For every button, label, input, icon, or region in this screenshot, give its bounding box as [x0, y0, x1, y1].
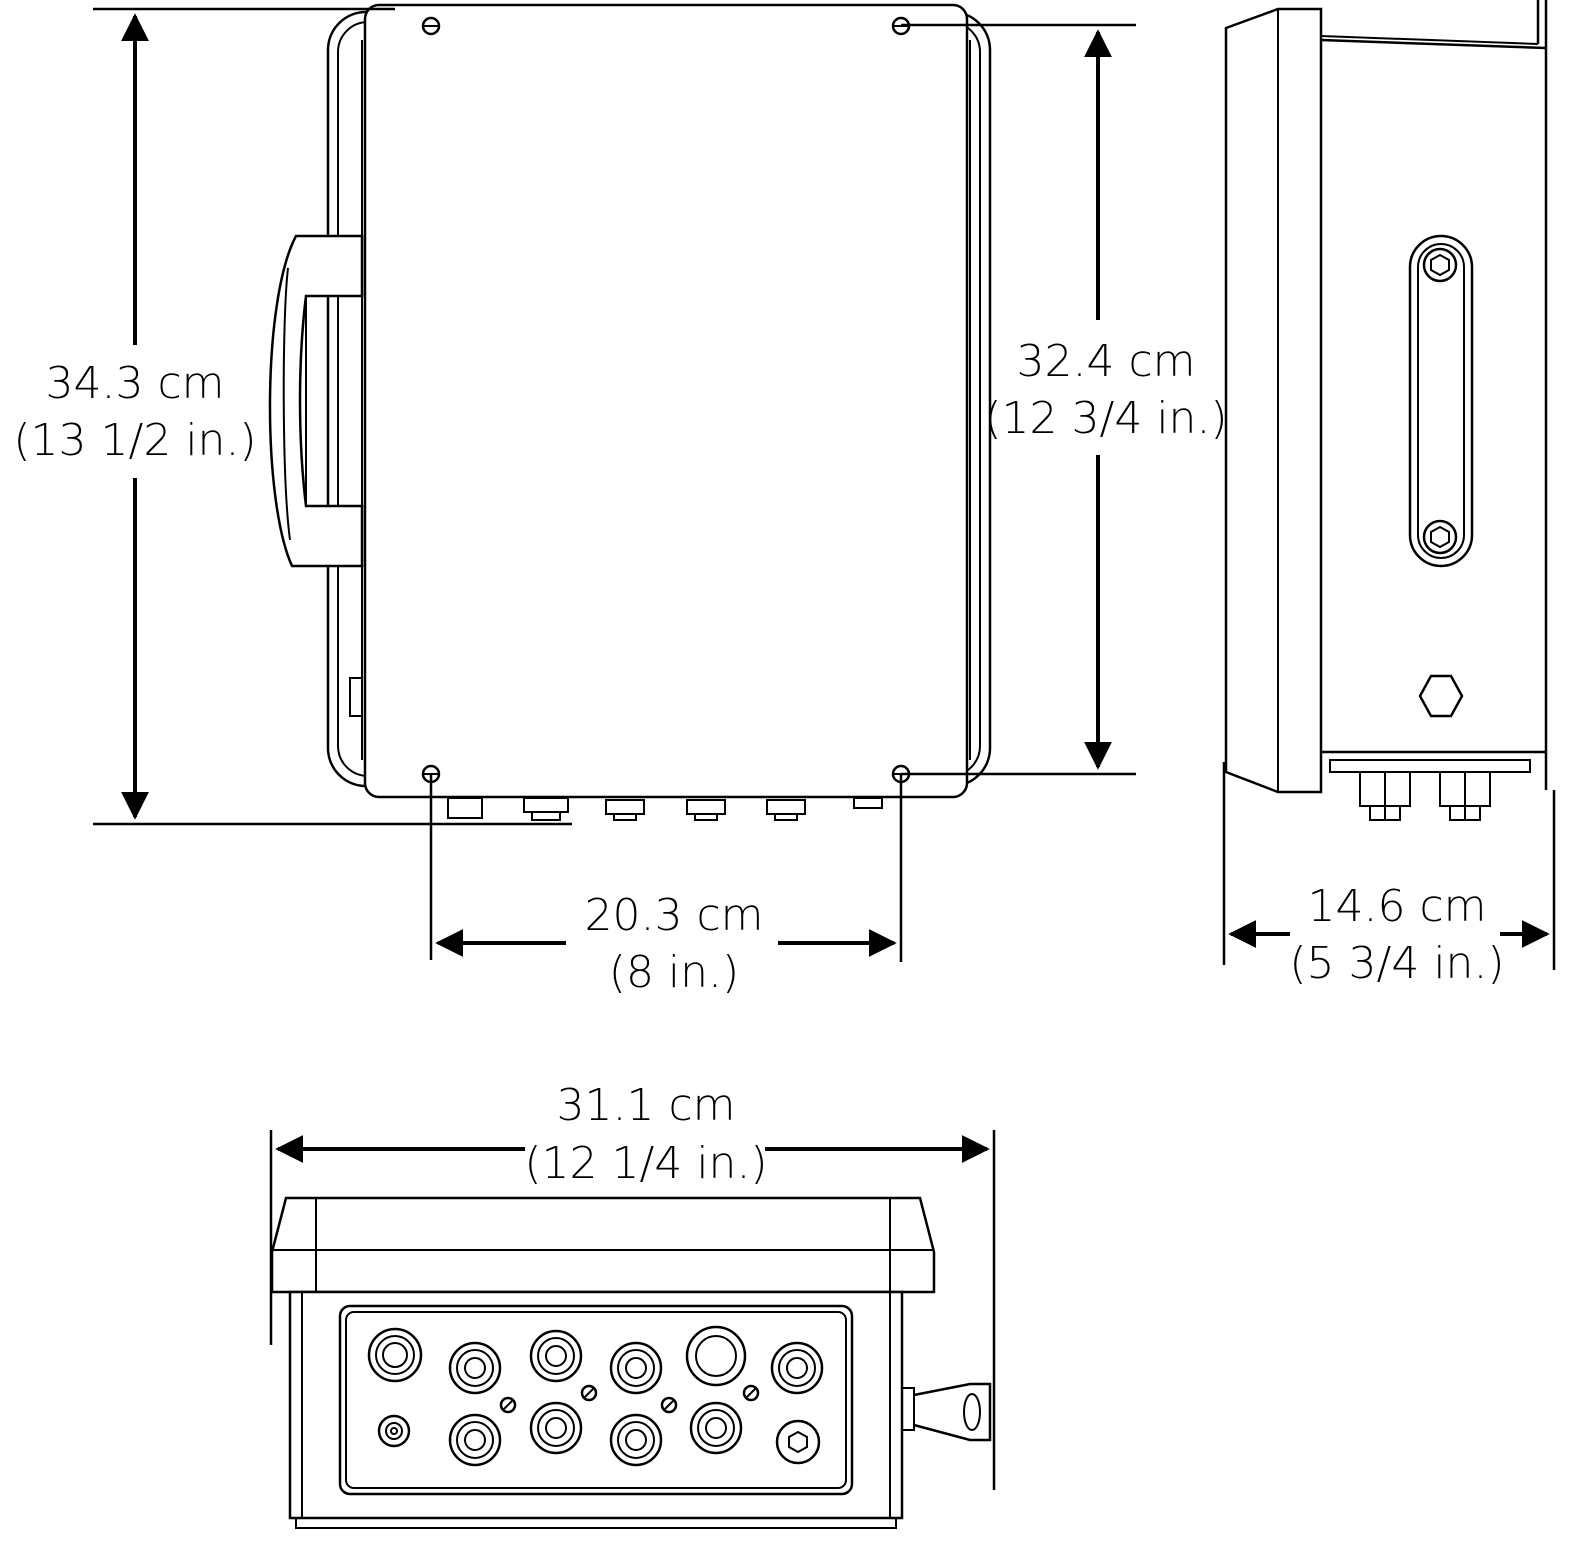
side-door — [1224, 7, 1323, 794]
handle — [268, 234, 364, 568]
side-vent-plug — [1418, 674, 1464, 718]
bottom-view: 31.1 cm (12 1/4 in.) — [269, 1080, 996, 1529]
side-view: 14.6 cm (5 3/4 in.) — [1222, 0, 1556, 989]
small-connector — [377, 1414, 411, 1448]
depth-dimension: 14.6 cm (5 3/4 in.) — [1222, 762, 1556, 989]
large-plug — [685, 1325, 747, 1387]
front-door — [363, 3, 969, 799]
overall-height-dimension: 34.3 cm (13 1/2 in.) — [13, 7, 572, 826]
hex-plug — [775, 1419, 821, 1465]
panel-screws — [499, 1384, 760, 1414]
side-strap — [1408, 234, 1474, 568]
mount-width-metric: 20.3 cm — [584, 890, 763, 941]
overall-width-dimension: 31.1 cm (12 1/4 in.) — [269, 1080, 996, 1490]
main-connector — [367, 1327, 423, 1383]
overall-height-imperial: (13 1/2 in.) — [13, 415, 256, 466]
bottom-handle-stub — [901, 1382, 992, 1442]
front-view: 34.3 cm (13 1/2 in.) 32.4 cm (12 3/4 in.… — [13, 3, 1228, 998]
cable-glands — [448, 1329, 824, 1467]
latch — [349, 677, 363, 717]
mount-height-imperial: (12 3/4 in.) — [984, 393, 1227, 444]
bottom-body — [288, 1290, 904, 1520]
connector-panel — [338, 1304, 854, 1496]
mount-width-imperial: (8 in.) — [609, 947, 739, 998]
depth-imperial: (5 3/4 in.) — [1289, 938, 1504, 989]
overall-width-imperial: (12 1/4 in.) — [524, 1138, 767, 1189]
mount-height-dimension: 32.4 cm (12 3/4 in.) — [901, 23, 1228, 776]
overall-width-metric: 31.1 cm — [556, 1080, 735, 1131]
depth-metric: 14.6 cm — [1307, 881, 1486, 932]
bottom-lid — [270, 1196, 936, 1294]
bottom-connectors — [447, 797, 883, 821]
mount-width-dimension: 20.3 cm (8 in.) — [429, 774, 903, 998]
side-connectors — [1359, 771, 1491, 821]
mount-height-metric: 32.4 cm — [1016, 336, 1195, 387]
overall-height-metric: 34.3 cm — [45, 358, 224, 409]
